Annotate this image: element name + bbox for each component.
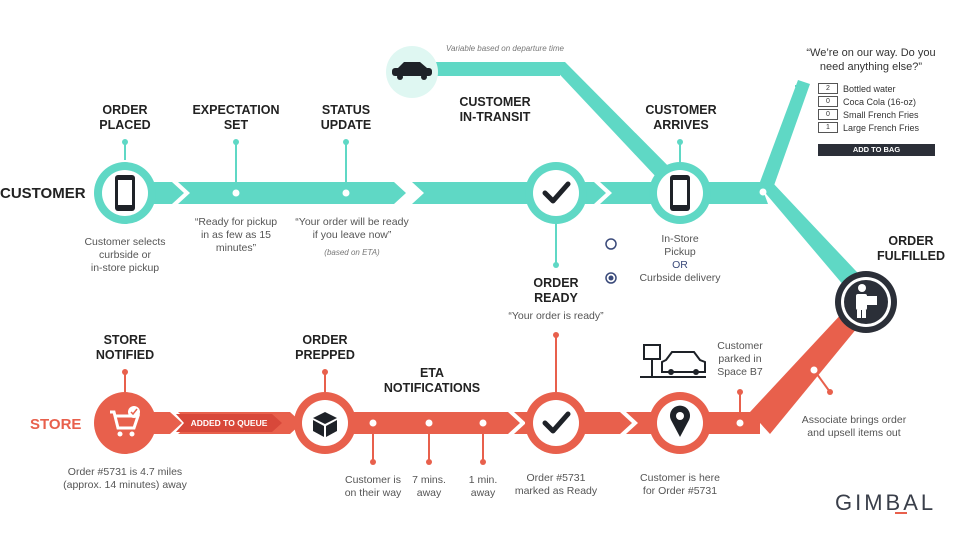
store-notified-node	[94, 392, 156, 454]
add-to-bag-button[interactable]: ADD TO BAG	[818, 144, 935, 156]
queue-tag-label: ADDED TO QUEUE	[190, 418, 268, 428]
order-ready-desc: “Your order is ready”	[508, 310, 604, 322]
marked-ready-node	[525, 392, 587, 454]
customer-here-node	[649, 392, 711, 454]
arrives-node	[649, 162, 711, 224]
order-fulfilled-node	[835, 271, 897, 333]
departure-note: Variable based on departure time	[446, 44, 564, 53]
in-transit-node	[525, 162, 587, 224]
curbside-radio	[605, 272, 617, 284]
customer-dots	[232, 188, 767, 197]
parking-icon	[640, 344, 706, 378]
store-notified-desc: Order #5731 is 4.7 miles(approx. 14 minu…	[63, 466, 187, 491]
connector-ends	[122, 139, 683, 268]
store-lane-label: STORE	[30, 416, 82, 433]
eta-note-2: 7 mins.away	[412, 474, 446, 499]
car-icon	[392, 62, 432, 80]
order-prepped-node	[294, 392, 356, 454]
eta-note-3: 1 min.away	[468, 474, 498, 499]
store-connector-ends	[122, 332, 833, 465]
logo-accent	[895, 512, 907, 514]
gimbal-logo: GIMBAL	[835, 490, 937, 515]
store-connectors	[124, 335, 831, 462]
in-store-radio	[605, 238, 617, 250]
queue-tag	[176, 414, 282, 432]
order-placed-node	[94, 162, 156, 224]
curbside-radio-dot	[608, 275, 614, 281]
customer-lane-label: CUSTOMER	[0, 185, 86, 202]
store-dots	[369, 366, 818, 427]
